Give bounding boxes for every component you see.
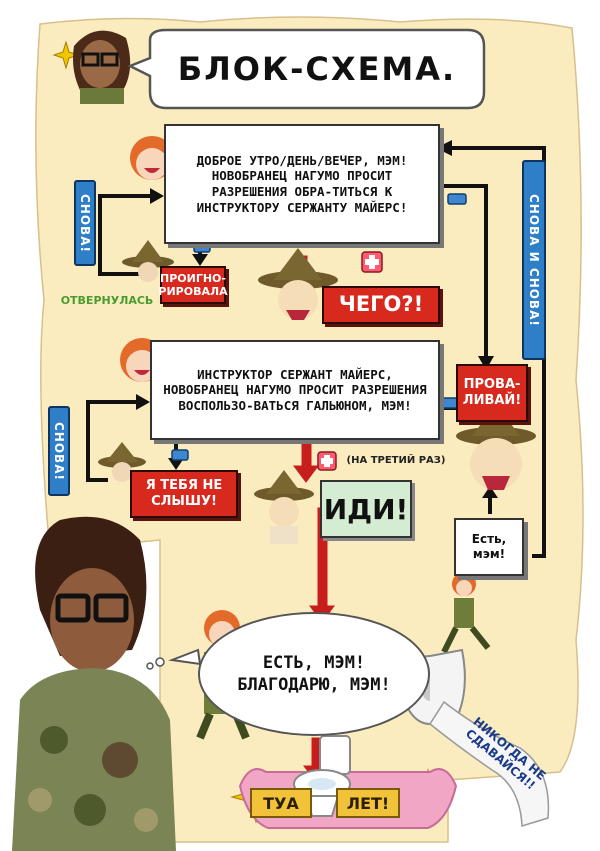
drill-hat-icon [98,442,146,482]
again-label-bottom: СНОВА! [48,406,70,496]
running-recruit [441,572,491,654]
thought-dot [146,662,154,670]
thought-dot [155,657,165,667]
toilet-sign-right: ЛЕТ! [336,788,400,818]
turned-away-label: ОТВЕРНУЛАСЬ [60,293,154,307]
again-label-top: СНОВА! [74,180,96,266]
narrator-large [12,516,176,851]
go-box: ИДИ! [320,480,412,538]
again-and-again-label: СНОВА И СНОВА! [522,160,546,360]
thanks-bubble: ЕСТЬ, МЭМ! БЛАГОДАРЮ, МЭМ! [198,612,430,736]
drill-hat-icon [254,470,314,544]
plus-badges [317,251,383,471]
toilet-sign-left: ТУА [250,788,312,818]
yes-maam-box: Есть, мэм! [454,518,524,576]
minus-badges [171,193,467,461]
ignored-label: ПРОИГНО-РИРОВАЛА [158,266,228,304]
speech-tail [168,648,202,666]
arrow-heads [136,140,498,498]
sparkle-icon [52,40,80,70]
what-label: ЧЕГО?! [322,286,440,324]
cant-hear-label: Я ТЕБЯ НЕ СЛЫШУ! [130,470,238,518]
drill-hat-icon [122,240,174,282]
narrator-portrait [73,30,131,104]
recruit-head [130,136,174,180]
third-time-note: (НА ТРЕТИЙ РАЗ) [346,454,446,466]
title-bubble [126,28,486,110]
drill-hat-icon [258,248,338,320]
page-title: БЛОК-СХЕМА. [177,50,457,88]
request-box: ИНСТРУКТОР СЕРЖАНТ МАЙЕРС, НОВОБРАНЕЦ НА… [150,340,440,440]
get-lost-label: ПРОВА-ЛИВАЙ! [456,364,528,422]
greeting-box: ДОБРОЕ УТРО/ДЕНЬ/ВЕЧЕР, МЭМ! НОВОБРАНЕЦ … [164,124,440,244]
